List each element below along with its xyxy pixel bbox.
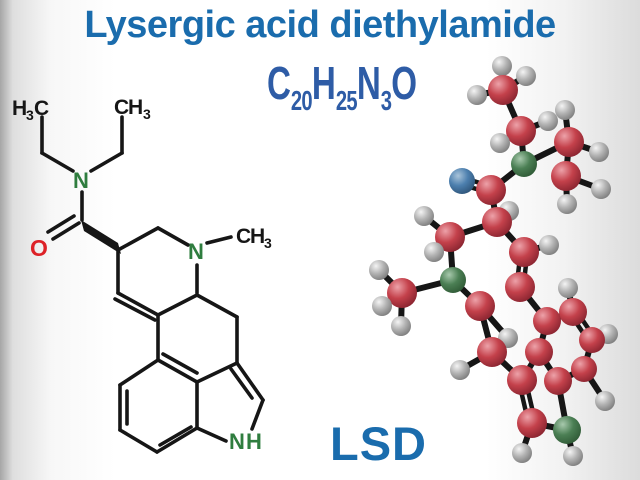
atom-C-sphere xyxy=(551,161,581,191)
hydrogen-sphere xyxy=(369,260,389,280)
hydrogen-sphere xyxy=(589,142,609,162)
atom-label: 3 xyxy=(264,235,272,251)
molecule-3d-svg xyxy=(369,56,618,466)
atom-C-sphere xyxy=(517,408,547,438)
atom-label: 3 xyxy=(26,107,34,123)
atom-C-sphere xyxy=(477,337,507,367)
atom-label: 3 xyxy=(143,106,151,122)
atom-label: H xyxy=(250,225,265,248)
atom-C-sphere xyxy=(507,365,537,395)
atom-label: N xyxy=(229,429,245,454)
atom-C-sphere xyxy=(533,307,561,335)
atom-label: H xyxy=(12,97,27,120)
atom-label: C xyxy=(34,97,49,120)
atom-N-sphere xyxy=(511,151,537,177)
hydrogen-sphere xyxy=(539,235,559,255)
bond-line xyxy=(118,428,159,454)
atom-C-sphere xyxy=(482,207,512,237)
double-bond-line xyxy=(229,367,254,400)
bond-line xyxy=(116,226,160,252)
abbreviation-label: LSD xyxy=(330,417,427,470)
bond-line xyxy=(195,361,239,384)
double-bond-line xyxy=(156,358,199,384)
hydrogen-sphere xyxy=(516,66,536,86)
bond-line xyxy=(40,151,75,173)
double-bond-line xyxy=(235,361,265,402)
atom-label: C xyxy=(236,225,251,248)
formula-element-symbol: O xyxy=(391,57,418,109)
bond-line xyxy=(205,235,233,245)
hydrogen-sphere xyxy=(450,360,470,380)
atom-label: O xyxy=(30,235,48,261)
bond-line xyxy=(195,426,228,443)
atom-C-sphere xyxy=(525,338,553,366)
hydrogen-sphere xyxy=(591,179,611,199)
atom-N-sphere xyxy=(553,416,581,444)
molecular-formula: C20H25N3O xyxy=(112,56,573,116)
formula-subscript: 25 xyxy=(335,85,358,116)
atom-label: H xyxy=(246,429,262,454)
atom-C-sphere xyxy=(488,75,518,105)
atom-C-sphere xyxy=(544,367,572,395)
atom-C-sphere xyxy=(579,327,605,353)
bond-line xyxy=(195,293,239,319)
atom-C-sphere xyxy=(571,356,597,382)
atom-O-sphere xyxy=(449,168,475,194)
hydrogen-sphere xyxy=(467,85,487,105)
double-bond-line xyxy=(155,426,199,454)
atom-C-sphere xyxy=(554,127,584,157)
atom-N-sphere xyxy=(440,267,466,293)
hydrogen-sphere xyxy=(555,100,575,120)
hydrogen-sphere xyxy=(391,316,411,336)
formula-element-symbol: C xyxy=(266,57,291,109)
atom-C-sphere xyxy=(506,116,536,146)
atom-label: H xyxy=(128,96,143,119)
formula-element-symbol: H xyxy=(311,57,336,109)
atom-label: N xyxy=(73,168,89,193)
formula-subscript: 20 xyxy=(290,85,313,116)
atom-C-sphere xyxy=(509,237,539,267)
hydrogen-sphere xyxy=(490,133,510,153)
hydrogen-sphere xyxy=(424,242,444,262)
atom-C-sphere xyxy=(505,272,535,302)
hydrogen-sphere xyxy=(538,111,558,131)
atom-C-sphere xyxy=(465,291,495,321)
hydrogen-sphere xyxy=(414,206,434,226)
double-bond-line xyxy=(46,214,76,234)
hydrogen-sphere xyxy=(512,443,532,463)
hydrogen-sphere xyxy=(492,56,512,76)
bond-line xyxy=(89,151,124,173)
atom-C-sphere xyxy=(387,278,417,308)
double-bond-line xyxy=(161,352,199,375)
atom-label: C xyxy=(114,96,129,119)
hydrogen-sphere xyxy=(372,296,392,316)
double-bond-line xyxy=(116,291,160,317)
bond-line xyxy=(156,293,199,317)
formula-element-symbol: N xyxy=(356,57,381,109)
wedge-bond xyxy=(81,220,121,254)
hydrogen-sphere xyxy=(557,194,577,214)
formula-subscript: 3 xyxy=(380,85,392,116)
double-bond-line xyxy=(158,425,193,447)
double-bond-line xyxy=(113,297,157,322)
double-bond-line xyxy=(51,221,81,241)
hydrogen-sphere xyxy=(595,391,615,411)
bond-line xyxy=(156,226,190,247)
atom-label: N xyxy=(188,239,204,264)
atom-C-sphere xyxy=(559,298,587,326)
bond-line xyxy=(250,398,265,431)
hydrogen-sphere xyxy=(558,278,578,298)
atom-C-sphere xyxy=(435,222,465,252)
hydrogen-sphere xyxy=(563,446,583,466)
compound-name-title: Lysergic acid diethylamide xyxy=(84,4,556,46)
bond-line xyxy=(118,358,160,387)
atom-C-sphere xyxy=(476,175,506,205)
